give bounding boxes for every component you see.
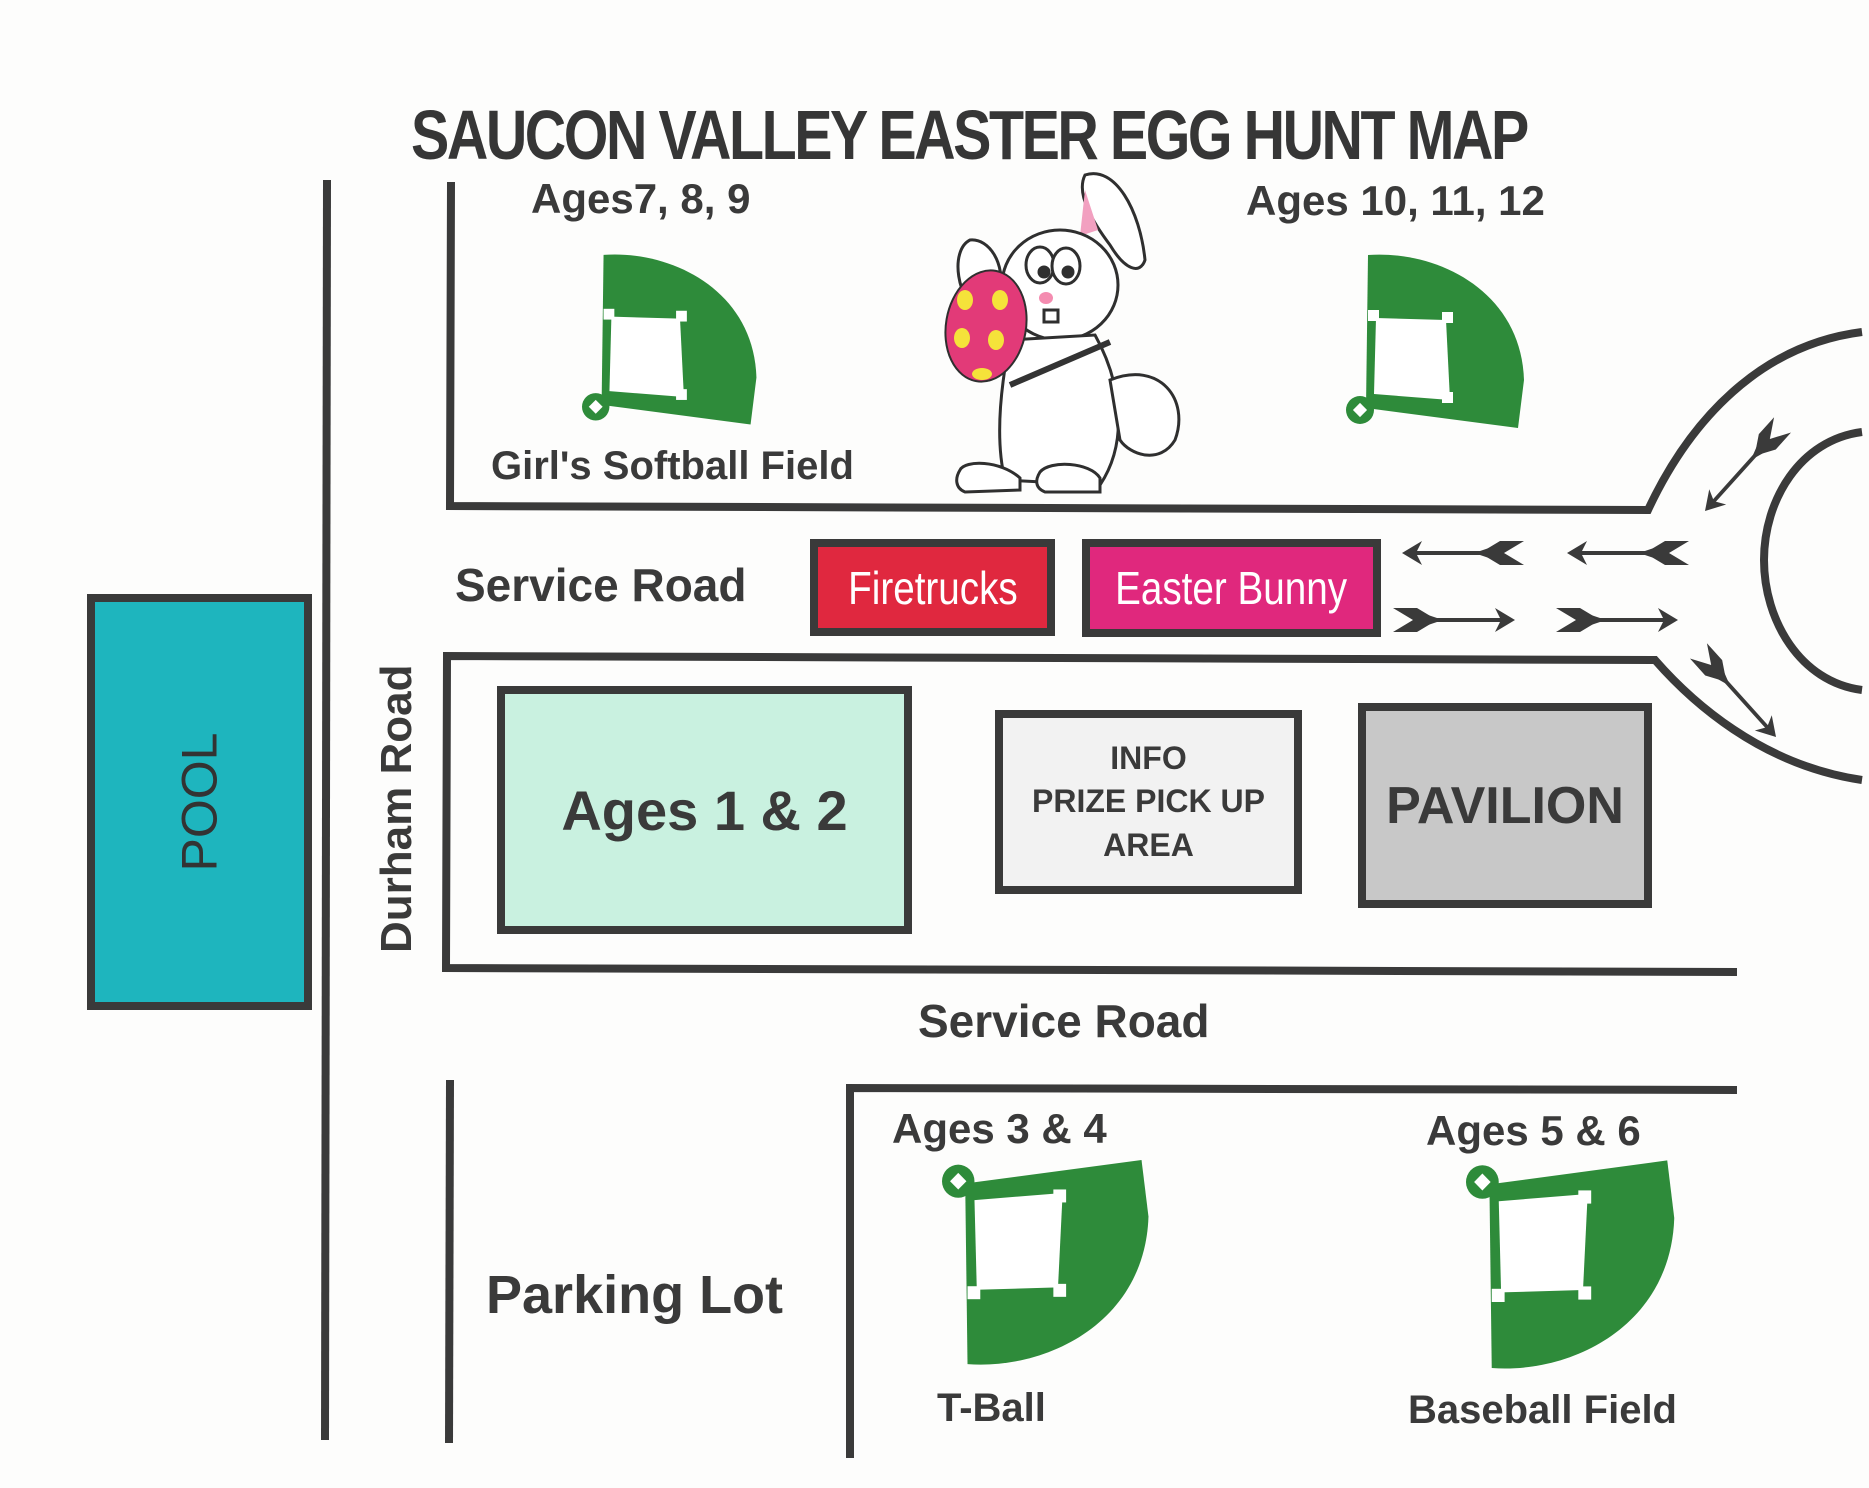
middle-block-edge [441, 651, 1863, 976]
parking-lot-label: Parking Lot [486, 1265, 784, 1325]
firetrucks-label: Firetrucks [847, 561, 1018, 614]
ages-1-2-label: Ages 1 & 2 [561, 778, 848, 842]
easter-bunny-area: Easter Bunny [1082, 539, 1381, 637]
page-title: SAUCON VALLEY EASTER EGG HUNT MAP [411, 96, 1529, 174]
roundabout-island [1759, 428, 1863, 694]
field-ages-label: Ages 5 & 6 [1426, 1107, 1641, 1154]
area-label: AREA [1103, 826, 1194, 863]
service-road-top-label: Service Road [455, 559, 747, 611]
pool-label: POOL [171, 732, 228, 872]
service-road-bottom-label: Service Road [918, 995, 1210, 1047]
parking-lot-edge [445, 1079, 454, 1444]
easter-bunny-label: Easter Bunny [1115, 562, 1348, 614]
durham-road-west-edge [321, 179, 331, 1441]
info-prize-pickup-area: INFO PRIZE PICK UP AREA [995, 710, 1302, 894]
arrow-right-icon [1556, 608, 1678, 632]
field-icon-baseball [1466, 1160, 1675, 1369]
pavilion-area: PAVILION [1358, 703, 1652, 908]
field-icon-10-12 [1346, 254, 1524, 428]
info-label: INFO [1110, 740, 1187, 777]
bottom-block-edge [846, 1083, 1738, 1458]
arrow-right-icon [1393, 608, 1515, 632]
firetrucks-area: Firetrucks [810, 539, 1055, 636]
ages-1-2-area: Ages 1 & 2 [497, 686, 912, 934]
field-ages-label: Ages 3 & 4 [892, 1105, 1107, 1152]
arrow-left-icon [1402, 541, 1524, 565]
field-name-label: Baseball Field [1408, 1388, 1677, 1432]
field-icon-softball [582, 254, 757, 425]
field-ages-label: Ages 10, 11, 12 [1246, 177, 1545, 224]
field-name-label: Girl's Softball Field [491, 444, 854, 488]
pool-area: POOL [87, 594, 312, 1010]
durham-road-label: Durham Road [372, 664, 421, 953]
arrow-left-icon [1567, 541, 1689, 565]
field-name-label: T-Ball [937, 1386, 1046, 1430]
top-block-edge [445, 181, 1863, 515]
field-ages-label: Ages7, 8, 9 [531, 175, 751, 222]
prize-pickup-label: PRIZE PICK UP [1032, 783, 1265, 820]
field-icon-tball [942, 1159, 1149, 1365]
easter-bunny-painting-egg-icon [944, 172, 1181, 494]
pavilion-label: PAVILION [1386, 776, 1624, 835]
